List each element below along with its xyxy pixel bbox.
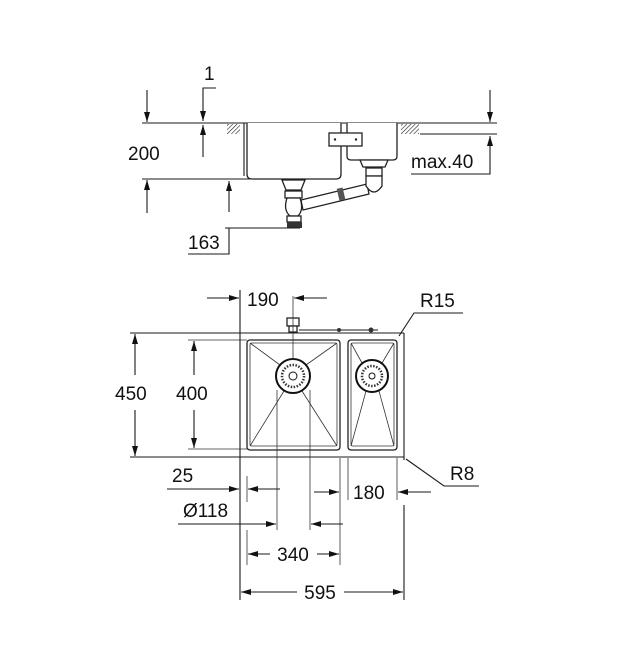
dim-outer-depth-label: 450: [115, 384, 147, 405]
overflow-bracket: [328, 132, 363, 147]
dim-corner-inner-leader: [398, 312, 463, 337]
countertop-section-left: [227, 124, 240, 134]
dim-depth-label: 200: [128, 144, 160, 165]
dim-big-bowl-label: 340: [277, 545, 309, 566]
dim-drain-offset-label: 190: [247, 290, 279, 311]
dim-corner-inner-label: R15: [420, 291, 455, 312]
dim-thickness-arrow: [200, 87, 216, 121]
dim-drain-diameter-label: Ø118: [183, 501, 228, 522]
big-bowl-side: [246, 123, 342, 180]
dim-small-bowl-label: 180: [353, 483, 385, 504]
dim-drain-leader: [188, 228, 230, 255]
dim-total-width-label: 595: [304, 583, 336, 604]
small-bowl-plan: [347, 339, 398, 451]
drain-assembly: [281, 159, 389, 228]
dim-corner-outer-label: R8: [450, 464, 474, 485]
dim-drain-label: 163: [188, 233, 220, 254]
side-view: 1 200 max.40 163: [128, 64, 497, 255]
plan-view: 190 450 400 R15 R8 25 180 Ø118 340 595: [115, 290, 479, 604]
dim-flange-label: 25: [172, 466, 193, 487]
big-bowl-plan: [246, 339, 341, 451]
dim-inner-depth-label: 400: [176, 384, 208, 405]
dim-corner-outer-leader: [405, 458, 479, 487]
countertop-section-right: [401, 124, 419, 134]
dim-thickness-label: 1: [204, 64, 215, 85]
dim-countertop-label: max.40: [411, 152, 473, 173]
overflow-fitting: [286, 317, 378, 333]
